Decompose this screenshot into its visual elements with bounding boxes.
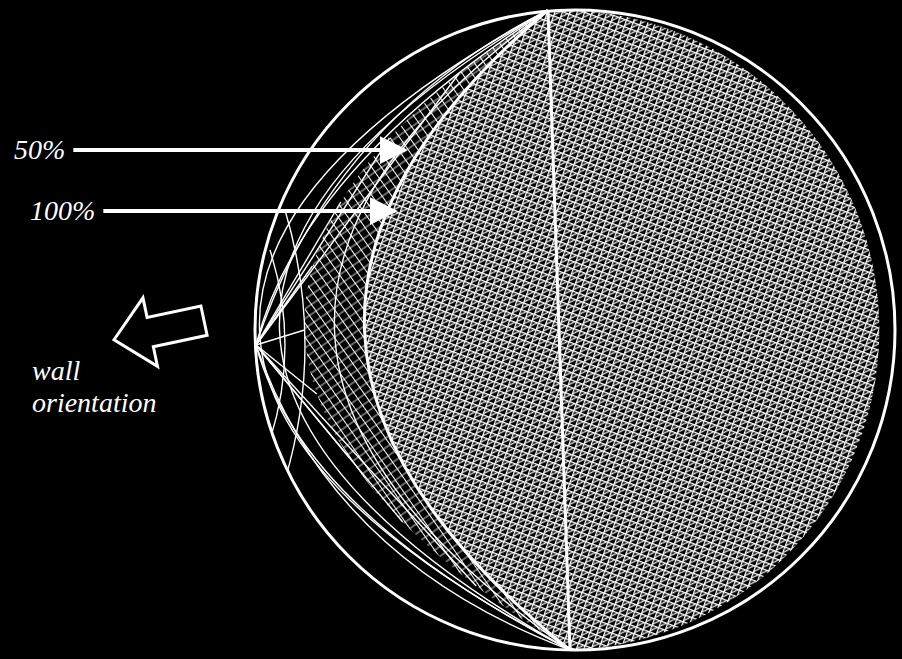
percent-label: 100%	[30, 195, 95, 227]
leader-line	[103, 209, 395, 213]
half-region	[304, 10, 570, 650]
orientation-arrow	[107, 286, 212, 374]
meridian-lines	[256, 10, 570, 650]
leader-line	[73, 148, 405, 152]
sphere-outline	[255, 10, 895, 650]
full-boundary	[364, 10, 570, 650]
shadow-region	[548, 10, 879, 650]
percent-label: 50%	[14, 134, 65, 166]
sphere-shading	[256, 10, 879, 650]
full-region	[364, 10, 570, 650]
orientation-label: wall orientation	[32, 355, 182, 419]
terminator-line	[548, 10, 570, 650]
